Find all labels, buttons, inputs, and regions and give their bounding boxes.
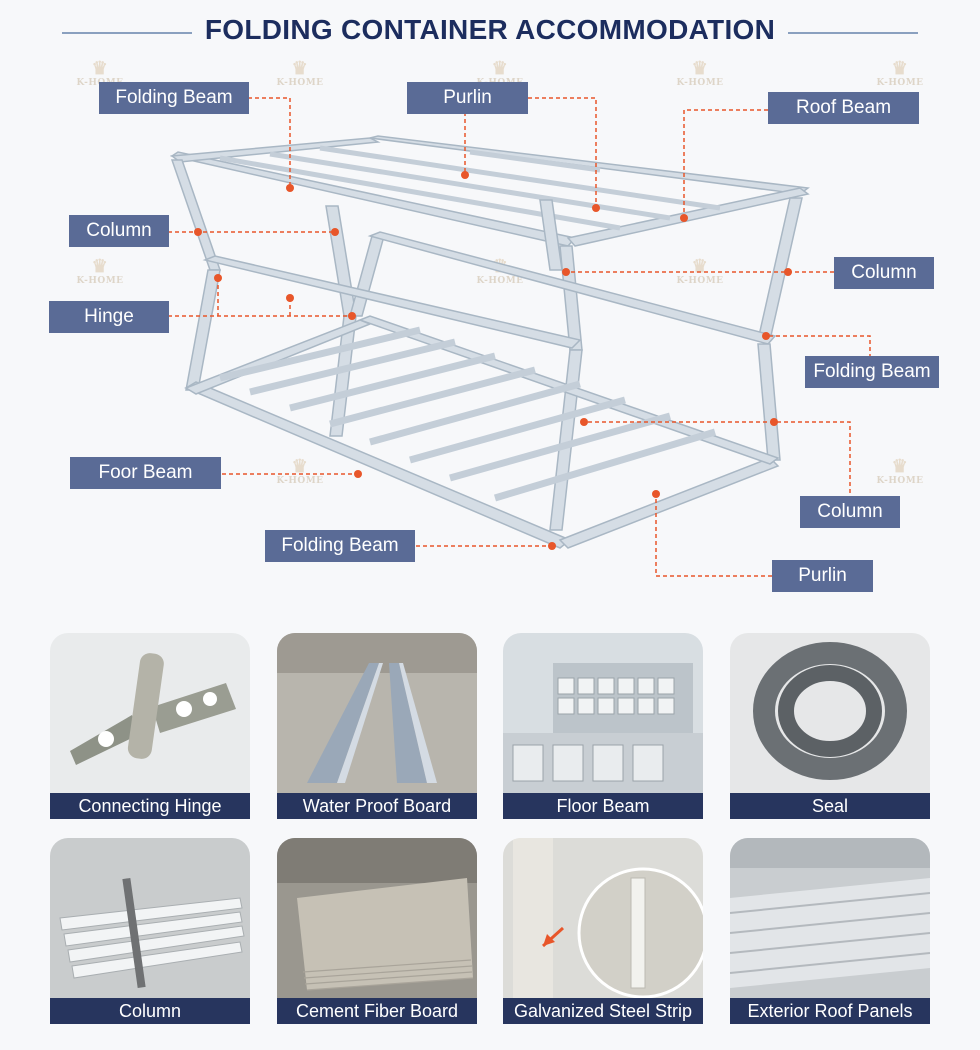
leader-dot <box>592 204 600 212</box>
column-photo <box>50 838 250 998</box>
watermark-logo: ♛K-HOME <box>76 256 124 287</box>
card-caption: Floor Beam <box>503 793 703 819</box>
card-caption: Seal <box>730 793 930 819</box>
title-rule-left <box>62 32 192 34</box>
steel-strip-photo <box>503 838 703 998</box>
floor-purlin <box>219 326 421 382</box>
roof-purlin <box>319 145 721 211</box>
floor-purlin <box>409 396 626 464</box>
roof-right-beam <box>566 187 810 247</box>
frame-structure <box>169 135 810 549</box>
column-lower <box>757 343 781 461</box>
watermark-logo: ♛K-HOME <box>276 58 324 89</box>
label-column-left: Column <box>69 215 169 247</box>
label-floor-beam: Foor Beam <box>70 457 221 489</box>
column-upper <box>539 199 563 271</box>
roof-purlin <box>469 149 601 173</box>
watermark-logo: ♛K-HOME <box>276 456 324 487</box>
leader-dots <box>194 171 792 550</box>
component-card: Column <box>50 838 250 1024</box>
roof-back-beam <box>369 135 810 195</box>
card-caption: Water Proof Board <box>277 793 477 819</box>
label-folding-beam-top-left: Folding Beam <box>99 82 249 114</box>
hinge-photo <box>50 633 250 793</box>
leader-purlin-bottom <box>655 494 772 577</box>
page-title: FOLDING CONTAINER ACCOMMODATION <box>204 14 776 45</box>
watermark-logo: ♛K-HOME <box>676 58 724 89</box>
label-column-right-lower: Column <box>800 496 900 528</box>
middle-folding-beam <box>367 231 777 345</box>
column-lower <box>185 269 221 391</box>
cement-board-photo <box>277 838 477 998</box>
roof-purlin <box>219 155 621 231</box>
card-caption: Galvanized Steel Strip <box>503 998 703 1024</box>
floor-beam-photo <box>503 633 703 793</box>
card-caption: Cement Fiber Board <box>277 998 477 1024</box>
watermark-logo: ♛K-HOME <box>876 456 924 487</box>
leader-purlin-top <box>528 97 597 208</box>
leader-dot <box>770 418 778 426</box>
card-caption: Exterior Roof Panels <box>730 998 930 1024</box>
leader-dot <box>194 228 202 236</box>
leader-dot <box>354 470 362 478</box>
label-purlin-top: Purlin <box>407 82 528 114</box>
floor-purlin <box>369 380 581 446</box>
leader-dot <box>580 418 588 426</box>
component-card: Exterior Roof Panels <box>730 838 930 1024</box>
label-folding-beam-bottom: Folding Beam <box>265 530 415 562</box>
floor-purlin <box>449 412 671 482</box>
component-card: Water Proof Board <box>277 633 477 819</box>
leader-column-right-lower <box>584 421 851 500</box>
column-upper <box>757 197 803 341</box>
watermark-logo: ♛K-HOME <box>876 58 924 89</box>
leader-dot <box>680 214 688 222</box>
title-rule-right <box>788 32 918 34</box>
leader-dot <box>548 542 556 550</box>
card-caption: Connecting Hinge <box>50 793 250 819</box>
component-card: Galvanized Steel Strip <box>503 838 703 1024</box>
leader-folding-beam-right <box>766 335 871 358</box>
component-card: Seal <box>730 633 930 819</box>
leader-dot <box>348 312 356 320</box>
floor-purlin <box>329 366 536 428</box>
container-frame-diagram <box>168 97 871 577</box>
label-folding-beam-right: Folding Beam <box>805 356 939 388</box>
leader-dot <box>331 228 339 236</box>
card-caption: Column <box>50 998 250 1024</box>
leader-dot <box>784 268 792 276</box>
floor-purlin <box>493 428 717 502</box>
label-column-right-upper: Column <box>834 257 934 289</box>
leader-dot <box>286 184 294 192</box>
column-upper <box>170 159 222 271</box>
leader-dot <box>286 294 294 302</box>
leader-lines <box>168 97 871 577</box>
column-upper <box>559 245 583 351</box>
component-card: Connecting Hinge <box>50 633 250 819</box>
watermark-logo: ♛K-HOME <box>676 256 724 287</box>
label-roof-beam: Roof Beam <box>768 92 919 124</box>
leader-dot <box>562 268 570 276</box>
component-card: Floor Beam <box>503 633 703 819</box>
label-purlin-bottom: Purlin <box>772 560 873 592</box>
waterproof-board-photo <box>277 633 477 793</box>
leader-dot <box>652 490 660 498</box>
title-bar: FOLDING CONTAINER ACCOMMODATION <box>0 0 980 66</box>
floor-purlin <box>249 338 456 396</box>
label-hinge: Hinge <box>49 301 169 333</box>
floor-front-beam <box>184 381 572 549</box>
leader-folding-beam-top-left <box>248 97 291 188</box>
leader-roof-beam <box>683 109 768 218</box>
roof-purlin <box>269 151 671 221</box>
floor-right-beam <box>558 457 780 549</box>
roof-panels-photo <box>730 838 930 998</box>
middle-folding-beam <box>202 255 582 349</box>
component-card: Cement Fiber Board <box>277 838 477 1024</box>
leader-dot <box>214 274 222 282</box>
leader-dot <box>762 332 770 340</box>
column-upper <box>325 205 357 317</box>
column-upper <box>349 235 385 317</box>
floor-purlin <box>289 352 496 412</box>
leader-dot <box>461 171 469 179</box>
seal-photo <box>730 633 930 793</box>
